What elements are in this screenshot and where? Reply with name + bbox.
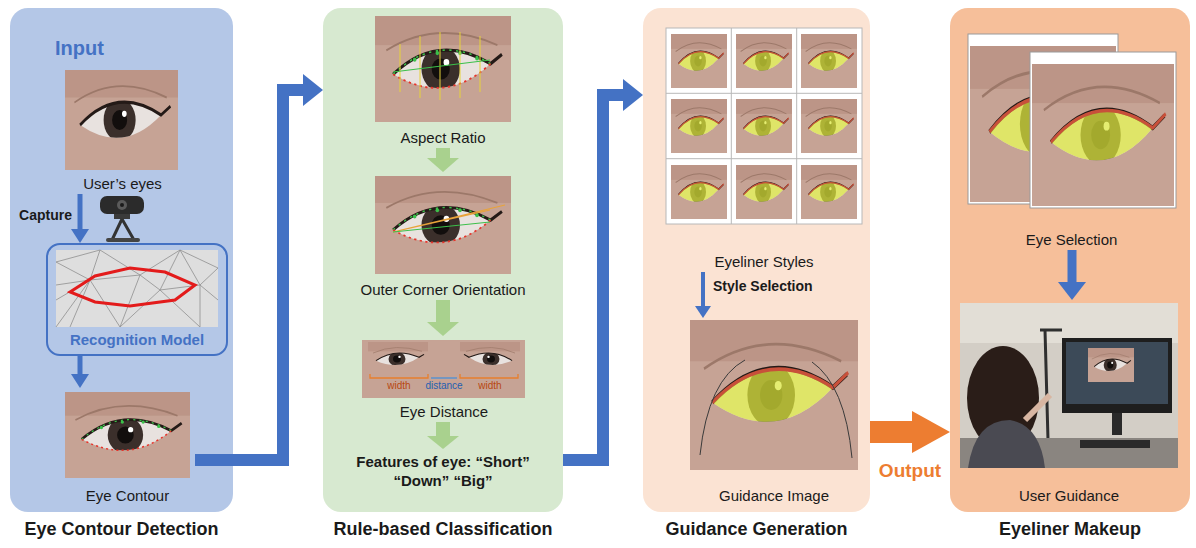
flow-arrow xyxy=(1058,250,1086,300)
stage-panel: Guidance GenerationEyeliner StylesGuidan… xyxy=(643,8,870,512)
image-caption: User Guidance xyxy=(1019,487,1119,504)
arrow-head xyxy=(71,229,89,243)
dimension-label: distance xyxy=(425,380,462,392)
arrow-shaft xyxy=(436,148,450,159)
image-caption: Guidance Image xyxy=(719,487,829,504)
arrow-shaft xyxy=(870,421,913,443)
model-box: Recognition Model xyxy=(46,243,228,356)
arrow-shaft xyxy=(701,272,705,307)
flow-arrow xyxy=(427,422,459,449)
arrow-shaft xyxy=(78,194,83,230)
photo-box: User Guidance xyxy=(958,300,1180,506)
flow-arrow xyxy=(563,79,643,460)
flow-arrow xyxy=(71,356,89,388)
image-caption: Eye Distance xyxy=(400,403,488,420)
image-box: Eye Selection xyxy=(964,30,1179,250)
arrow-head xyxy=(695,306,711,318)
arrow-shaft xyxy=(563,95,624,460)
stage-title: Guidance Generation xyxy=(665,519,847,540)
arrow-shaft xyxy=(1068,250,1077,283)
stage-panel: InputEye Contour DetectionUser’s eyesRec… xyxy=(10,8,233,512)
arrow-shaft xyxy=(78,356,83,375)
arrow-head xyxy=(303,74,323,106)
arrow-head xyxy=(427,158,459,172)
arrow-head xyxy=(623,79,643,111)
flow-arrow xyxy=(427,300,459,336)
arrow-shaft xyxy=(436,300,450,323)
flow-arrow xyxy=(71,194,89,243)
arrow-head xyxy=(71,374,89,388)
image-caption: Aspect Ratio xyxy=(400,129,485,146)
arrow-shaft xyxy=(195,90,304,460)
image-caption: User’s eyes xyxy=(83,175,162,192)
flow-arrow xyxy=(195,74,323,460)
flow-arrow xyxy=(870,411,950,453)
arrow-head xyxy=(1058,282,1086,300)
image-box: Eye Contour xyxy=(60,388,195,506)
edge-label: Output xyxy=(879,460,941,482)
image-caption: Eye Selection xyxy=(1026,231,1118,248)
input-label: Input xyxy=(55,36,104,60)
image-caption: Eye Contour xyxy=(86,487,169,504)
arrow-head xyxy=(427,322,459,336)
stage-title: Rule-based Classification xyxy=(333,519,552,540)
image-caption: Eyeliner Styles xyxy=(714,253,813,270)
stage-panel: Eyeliner MakeupEye SelectionUser Guidanc… xyxy=(950,8,1190,512)
edge-label: Style Selection xyxy=(713,278,813,295)
style-grid: Eyeliner Styles xyxy=(663,25,865,272)
image-box: Outer Corner Orientation xyxy=(350,172,536,300)
image-box: Eye Distance xyxy=(355,336,533,422)
image-box: User’s eyes xyxy=(60,66,185,194)
image-caption: Outer Corner Orientation xyxy=(360,281,525,298)
image-box: Aspect Ratio xyxy=(368,12,518,148)
dimension-label: width xyxy=(387,380,410,392)
arrow-head xyxy=(912,411,950,453)
flow-arrow xyxy=(427,148,459,172)
model-label: Recognition Model xyxy=(70,331,204,348)
edge-label: Capture xyxy=(19,207,72,224)
stage-title: Eyeliner Makeup xyxy=(999,519,1141,540)
stage-panel: Rule-based ClassificationAspect RatioOut… xyxy=(323,8,563,512)
dimension-label: width xyxy=(478,380,501,392)
stage-title: Eye Contour Detection xyxy=(24,519,218,540)
image-box: Guidance Image xyxy=(686,318,862,506)
feature-summary: Features of eye: “Short” “Down” “Big” xyxy=(355,452,531,490)
flow-arrow xyxy=(695,272,711,318)
